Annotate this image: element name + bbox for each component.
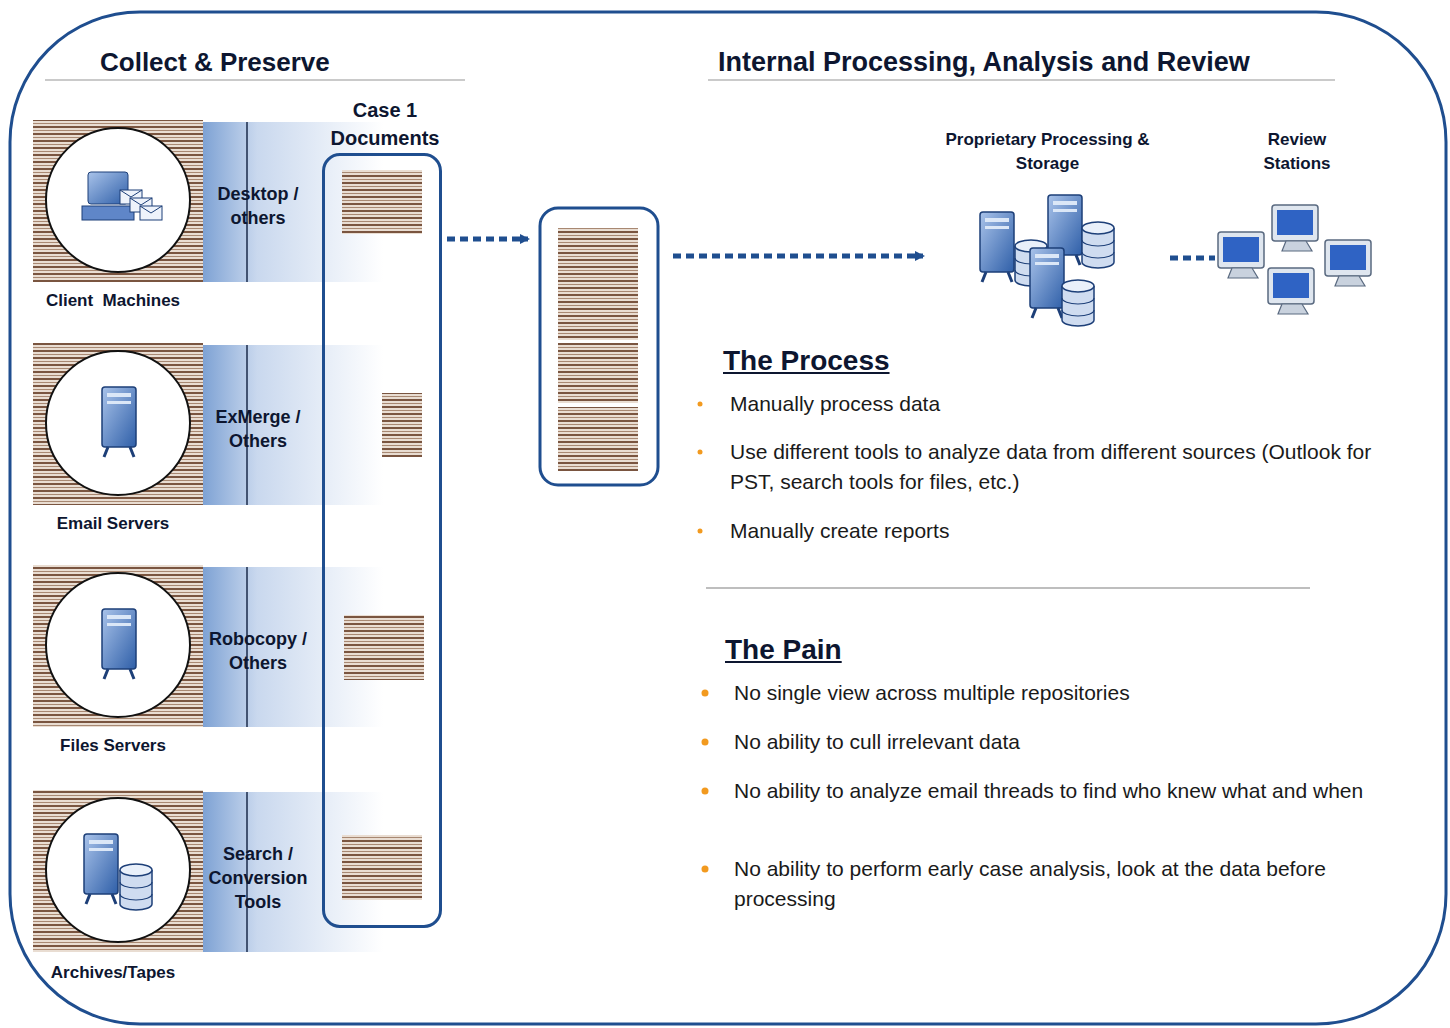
server-icon	[102, 609, 136, 679]
source-label: Client Machines	[33, 290, 193, 312]
bullet-text: No single view across multiple repositor…	[734, 678, 1394, 708]
sub-heading: The Process	[723, 344, 1023, 378]
source-node: Review Stations	[1215, 128, 1380, 320]
section-heading: Collect & Preserve	[100, 46, 480, 78]
bullet-text: Use different tools to analyze data from…	[730, 437, 1390, 497]
icon-circle	[46, 573, 190, 717]
icon-heading: Proprietary Processing & Storage	[925, 128, 1170, 176]
database-icon	[120, 864, 152, 910]
paper-stack	[33, 120, 203, 282]
server-icon	[102, 387, 136, 457]
tool-label: Search / Conversion Tools	[197, 842, 319, 914]
bullet-text: Manually process data	[730, 389, 1390, 419]
dotted-connector	[1170, 256, 1215, 261]
source-label: Archives/Tapes	[33, 962, 193, 984]
bullet-text: No ability to analyze email threads to f…	[734, 776, 1394, 806]
bullet-text: No ability to cull irrelevant data	[734, 727, 1394, 757]
tool-label: ExMerge / Others	[197, 405, 319, 453]
section-heading: Internal Processing, Analysis and Review	[718, 46, 1418, 78]
icon-circle	[46, 798, 190, 942]
paper-stack	[33, 565, 203, 727]
document-column-box: Case 1 Documents	[322, 153, 442, 928]
source-node: ExMerge / OthersEmail Servers	[33, 343, 383, 538]
server-icon	[84, 834, 118, 904]
source-label: Files Servers	[33, 735, 193, 757]
bullet-text: No ability to perform early case analysi…	[734, 854, 1394, 914]
source-node: Search / Conversion ToolsArchives/Tapes	[33, 790, 383, 985]
source-label: Email Servers	[33, 513, 193, 535]
source-node: Robocopy / OthersFiles Servers	[33, 565, 383, 760]
source-node: Proprietary Processing & Storage	[925, 128, 1170, 338]
paper-stack	[33, 343, 203, 505]
mail-icon	[120, 190, 142, 197]
sub-heading: The Pain	[725, 633, 1025, 667]
column-heading: Case 1 Documents	[305, 96, 465, 152]
source-node: Desktop / othersClient Machines	[33, 120, 383, 315]
icon-heading: Review Stations	[1247, 128, 1347, 176]
mail-icon	[130, 198, 152, 205]
bullet-text: Manually create reports	[730, 516, 1390, 546]
paper-stack	[33, 790, 203, 952]
tool-label: Robocopy / Others	[197, 627, 319, 675]
tool-label: Desktop / others	[197, 182, 319, 230]
mail-icon	[140, 206, 162, 220]
icon-circle	[46, 128, 190, 272]
computer-icon	[82, 206, 134, 220]
icon-circle	[46, 351, 190, 495]
mail-icon	[140, 206, 162, 213]
